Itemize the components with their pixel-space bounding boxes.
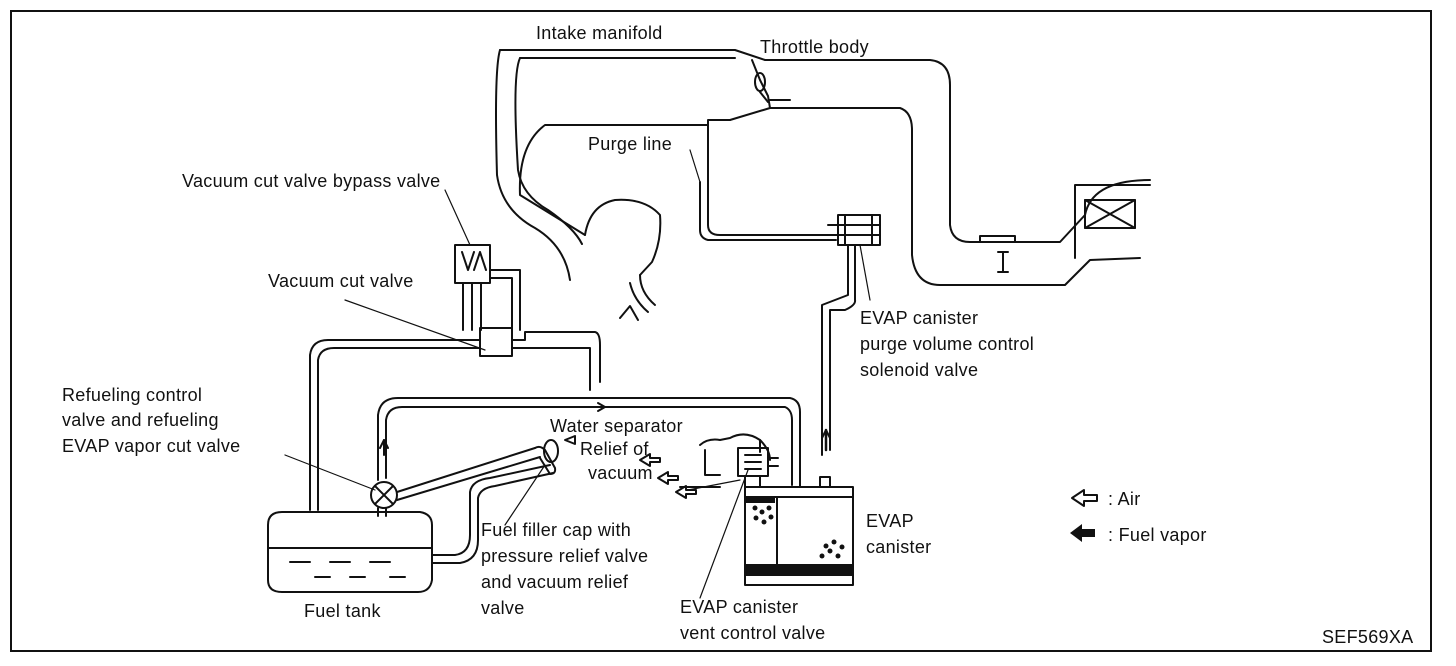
label-fuel-filler-3: and vacuum relief — [481, 572, 629, 592]
figure-code: SEF569XA — [1322, 627, 1414, 647]
vapor-pipes — [309, 339, 801, 511]
label-evap-canister-2: canister — [866, 537, 932, 557]
leader-lines — [284, 149, 871, 599]
label-refueling-2: valve and refueling — [62, 410, 219, 430]
label-fuel-filler-1: Fuel filler cap with — [481, 520, 632, 540]
label-intake-manifold: Intake manifold — [536, 23, 663, 43]
purge-solenoid-valve — [827, 214, 881, 246]
label-vacuum-cut-valve-bypass-valve: Vacuum cut valve bypass valve — [182, 171, 441, 191]
label-purge-solenoid-3: solenoid valve — [860, 360, 979, 380]
vent-control-valve — [737, 447, 779, 488]
air-arrows — [639, 453, 1098, 507]
bypass-valve — [454, 244, 521, 331]
label-purge-solenoid-2: purge volume control — [860, 334, 1035, 354]
label-fuel-filler-4: valve — [481, 598, 525, 618]
fuel-vapor-legend-arrow — [1070, 524, 1095, 542]
label-vacuum-cut-valve: Vacuum cut valve — [268, 271, 414, 291]
diagram-frame — [10, 10, 1432, 652]
label-fuel-tank: Fuel tank — [304, 601, 381, 621]
purge-line-pipe — [699, 181, 857, 456]
refueling-control-valve — [370, 447, 541, 517]
water-separator — [679, 433, 771, 488]
label-fuel-filler-2: pressure relief valve — [481, 546, 649, 566]
label-evap-canister-1: EVAP — [866, 511, 914, 531]
label-refueling-1: Refueling control — [62, 385, 203, 405]
legend-air-label: : Air — [1108, 489, 1141, 509]
fuel-filler-cap — [534, 435, 576, 475]
label-purge-solenoid-1: EVAP canister — [860, 308, 979, 328]
label-vent-valve-2: vent control valve — [680, 623, 826, 643]
engine-head — [584, 198, 662, 321]
throttle-valve — [751, 59, 791, 109]
label-throttle-body: Throttle body — [760, 37, 869, 57]
label-vent-valve-1: EVAP canister — [680, 597, 799, 617]
fuel-tank — [267, 464, 554, 593]
canister-bottom-filter — [745, 565, 853, 575]
vacuum-cut-valve — [461, 327, 601, 391]
charcoal-granules — [752, 505, 845, 559]
label-water-separator: Water separator — [550, 416, 683, 436]
label-refueling-3: EVAP vapor cut valve — [62, 436, 241, 456]
canister-top-filter — [745, 497, 775, 503]
label-vacuum: vacuum — [588, 463, 653, 483]
label-purge-line: Purge line — [588, 134, 673, 154]
label-relief-of: Relief of — [580, 439, 649, 459]
legend-fuel-vapor-label: : Fuel vapor — [1108, 525, 1207, 545]
intake-duct — [495, 49, 1151, 286]
